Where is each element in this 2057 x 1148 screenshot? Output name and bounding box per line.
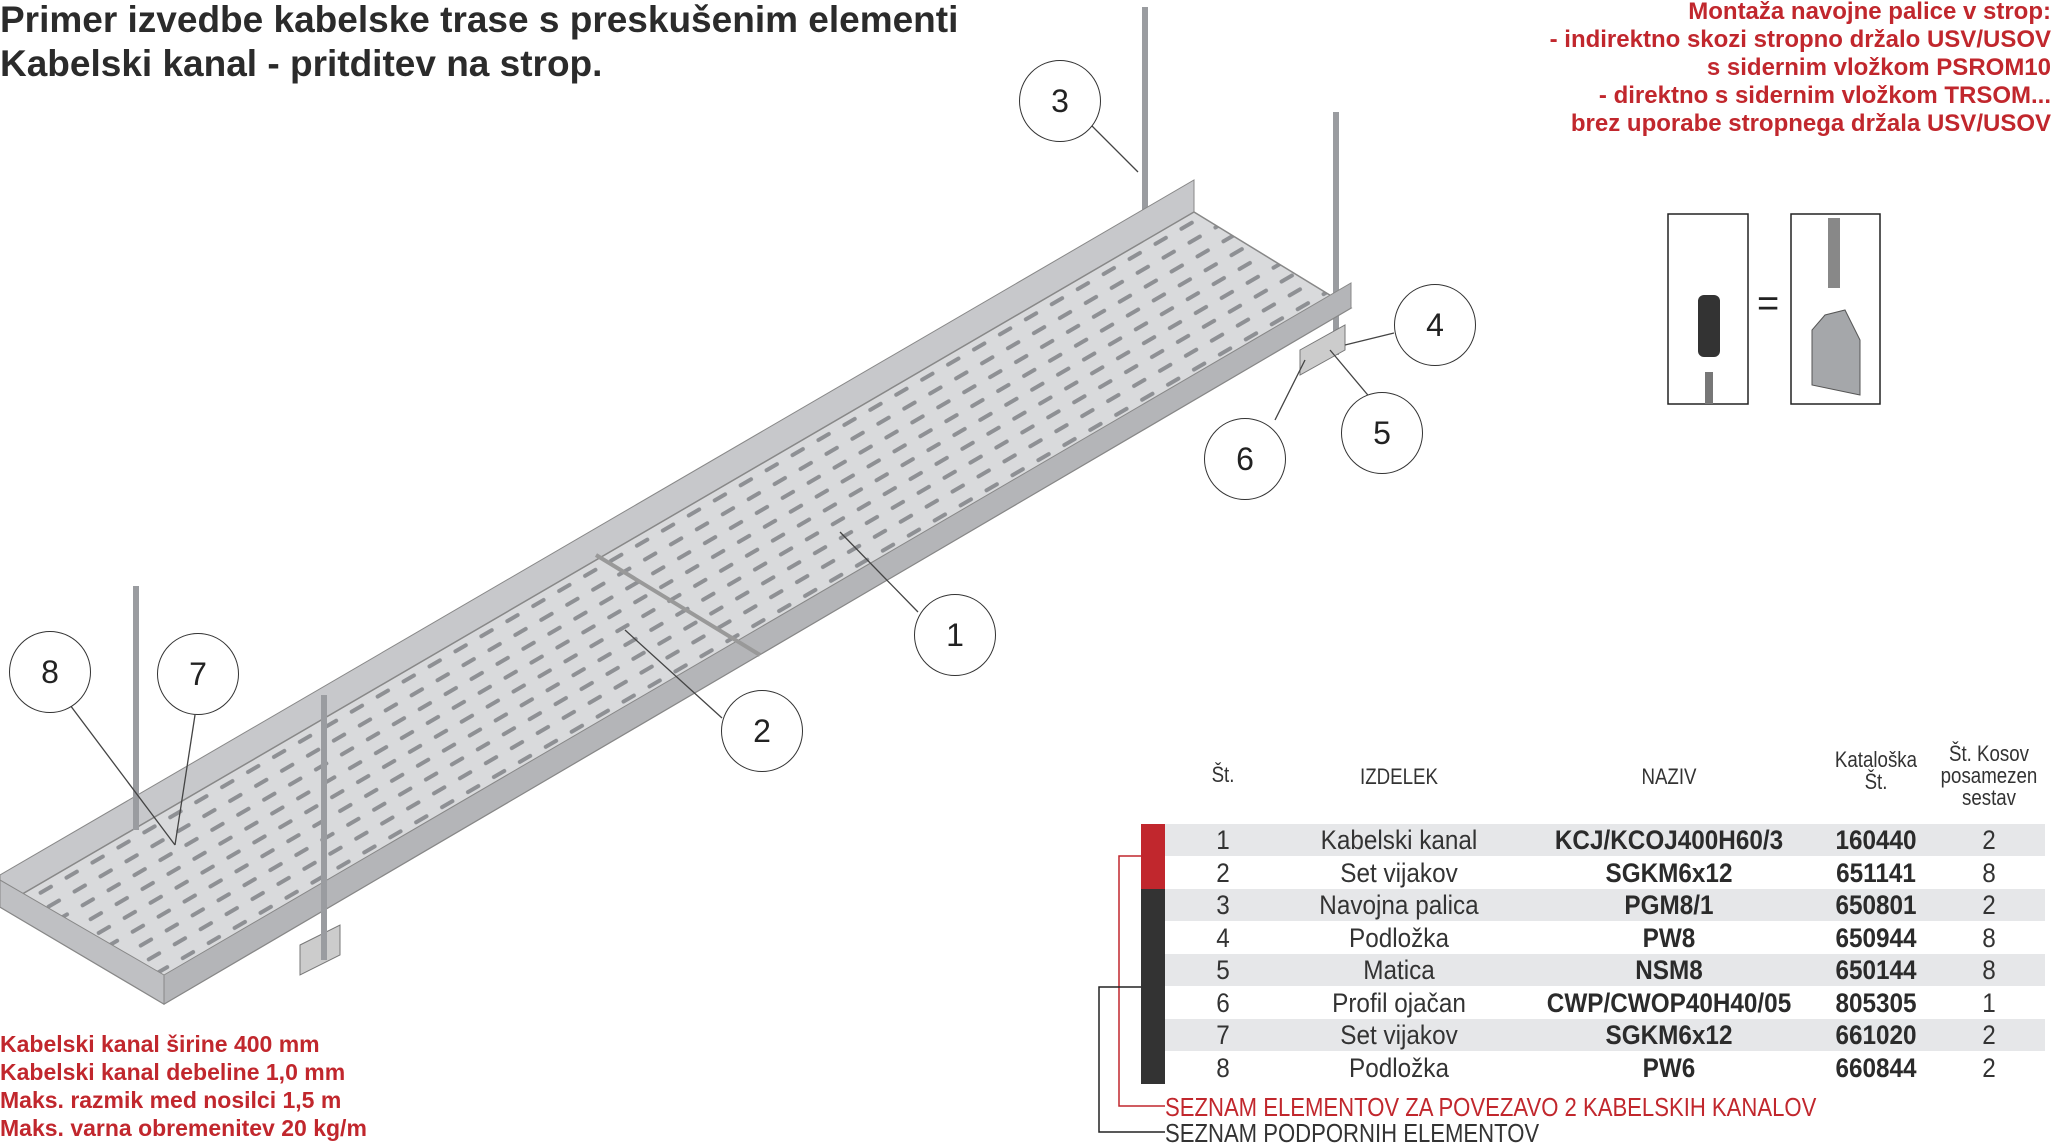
spec-line: Maks. varna obremenitev 20 kg/m <box>0 1115 367 1141</box>
header-katalog: Kataloška Št. <box>1825 749 1927 793</box>
callout-6: 6 <box>1204 418 1286 500</box>
table-row: 4 Podložka PW8 650944 8 <box>1165 922 2045 954</box>
connection-bracket <box>1118 855 1165 1107</box>
legend-connection-elements: SEZNAM ELEMENTOV ZA POVEZAVO 2 KABELSKIH… <box>1165 1092 1817 1122</box>
cell-izdelek: Set vijakov <box>1340 857 1458 888</box>
cell-izdelek: Kabelski kanal <box>1320 825 1478 855</box>
header-kosov-line: Št. Kosov <box>1948 741 2030 766</box>
cell-st: 7 <box>1216 1020 1230 1050</box>
cell-st: 6 <box>1216 987 1230 1018</box>
header-kosov-line: posamezen <box>1940 763 2038 788</box>
cell-kat: 651141 <box>1836 857 1916 888</box>
header-kosov-line: sestav <box>1961 785 2017 810</box>
support-profile <box>299 924 341 976</box>
header-st: Št. <box>1211 762 1235 787</box>
header-naziv: NAZIV <box>1641 764 1697 789</box>
cell-kos: 1 <box>1982 987 1996 1018</box>
cell-st: 4 <box>1216 922 1230 953</box>
spec-line: Maks. razmik med nosilci 1,5 m <box>0 1087 342 1113</box>
mounting-note: Montaža navojne palice v strop: - indire… <box>1550 0 2051 138</box>
cell-naziv: PW8 <box>1642 922 1696 953</box>
cell-kos: 2 <box>1982 825 1996 855</box>
cell-naziv: PW6 <box>1642 1052 1696 1083</box>
mounting-note-line: - direktno s sidernim vložkom TRSOM... <box>1598 82 2051 109</box>
header-katalog-line: Kataloška <box>1834 747 1918 772</box>
cell-kat: 160440 <box>1835 825 1917 855</box>
cell-kos: 2 <box>1982 890 1996 920</box>
cell-izdelek: Matica <box>1363 955 1435 985</box>
callout-1: 1 <box>914 594 996 676</box>
cell-izdelek: Navojna palica <box>1319 890 1479 920</box>
ceiling-holder-icon <box>1811 309 1861 396</box>
rod-end-icon <box>1705 372 1713 404</box>
mounting-note-line: s sidernim vložkom PSROM10 <box>1706 54 2051 81</box>
callout-2: 2 <box>721 690 803 772</box>
cell-kat: 661020 <box>1835 1020 1917 1050</box>
cell-st: 5 <box>1216 955 1230 985</box>
tray-joint <box>594 553 762 657</box>
cell-izdelek: Profil ojačan <box>1332 987 1466 1018</box>
cell-st: 3 <box>1216 890 1230 920</box>
spec-line: Kabelski kanal debeline 1,0 mm <box>0 1059 346 1085</box>
cell-kos: 2 <box>1982 1052 1996 1083</box>
table-row: 7 Set vijakov SGKM6x12 661020 2 <box>1165 1019 2045 1051</box>
cell-naziv: PGM8/1 <box>1624 890 1714 920</box>
tray-near-wall <box>163 282 1352 1005</box>
callout-8: 8 <box>9 631 91 713</box>
legend-support-elements: SEZNAM PODPORNIH ELEMENTOV <box>1165 1118 1540 1148</box>
equals-sign: = <box>1757 283 1780 325</box>
cell-kos: 2 <box>1982 1020 1996 1050</box>
cell-kat: 660844 <box>1835 1052 1917 1083</box>
cell-naziv: CWP/CWOP40H40/05 <box>1546 987 1792 1018</box>
support-profile <box>1299 324 1346 376</box>
header-katalog-line: Št. <box>1864 769 1888 794</box>
table-row: 1 Kabelski kanal KCJ/KCOJ400H60/3 160440 2 <box>1165 824 2045 856</box>
callout-5: 5 <box>1341 392 1423 474</box>
anchor-sleeve-icon <box>1698 295 1720 357</box>
table-row: 6 Profil ojačan CWP/CWOP40H40/05 805305 1 <box>1165 987 2045 1019</box>
spec-line: Kabelski kanal širine 400 mm <box>0 1031 320 1057</box>
table-row: 8 Podložka PW6 660844 2 <box>1165 1052 2045 1084</box>
cell-st: 8 <box>1216 1052 1230 1083</box>
cell-kat: 650144 <box>1835 955 1917 985</box>
callout-3: 3 <box>1019 60 1101 142</box>
header-izdelek: IZDELEK <box>1360 764 1438 789</box>
cell-kat: 805305 <box>1835 987 1917 1018</box>
callout-7: 7 <box>157 633 239 715</box>
cell-izdelek: Podložka <box>1349 1052 1449 1083</box>
cell-naziv: SGKM6x12 <box>1605 857 1733 888</box>
connection-group-bar <box>1141 824 1165 889</box>
support-group-bar <box>1141 889 1165 1084</box>
cell-naziv: KCJ/KCOJ400H60/3 <box>1554 825 1784 855</box>
mounting-note-line: brez uporabe stropnega držala USV/USOV <box>1570 110 2051 137</box>
cell-izdelek: Set vijakov <box>1340 1020 1458 1050</box>
cell-kat: 650944 <box>1835 922 1917 953</box>
cell-naziv: NSM8 <box>1635 955 1703 985</box>
cell-st: 2 <box>1216 857 1230 888</box>
title-line-1: Primer izvedbe kabelske trase s preskuše… <box>0 0 959 40</box>
mounting-note-line: - indirektno skozi stropno držalo USV/US… <box>1549 26 2051 53</box>
spec-list: Kabelski kanal širine 400 mm Kabelski ka… <box>0 1030 367 1142</box>
bolt-icon <box>1828 218 1840 288</box>
table-row: 2 Set vijakov SGKM6x12 651141 8 <box>1165 857 2045 889</box>
mounting-note-line: Montaža navojne palice v strop: <box>1688 0 2051 25</box>
cell-st: 1 <box>1216 825 1230 855</box>
cell-kat: 650801 <box>1835 890 1917 920</box>
cell-kos: 8 <box>1982 922 1996 953</box>
table-row: 3 Navojna palica PGM8/1 650801 2 <box>1165 889 2045 921</box>
title-line-2: Kabelski kanal - pritditev na strop. <box>0 43 603 84</box>
callout-4: 4 <box>1394 284 1476 366</box>
cell-naziv: SGKM6x12 <box>1605 1020 1733 1050</box>
table-row: 5 Matica NSM8 650144 8 <box>1165 954 2045 986</box>
support-bracket <box>1098 986 1165 1133</box>
cell-kos: 8 <box>1982 955 1996 985</box>
cell-izdelek: Podložka <box>1349 922 1449 953</box>
header-kosov: Št. Kosov posamezen sestav <box>1938 743 2040 809</box>
tray-far-wall <box>0 179 1195 908</box>
cell-kos: 8 <box>1982 857 1996 888</box>
